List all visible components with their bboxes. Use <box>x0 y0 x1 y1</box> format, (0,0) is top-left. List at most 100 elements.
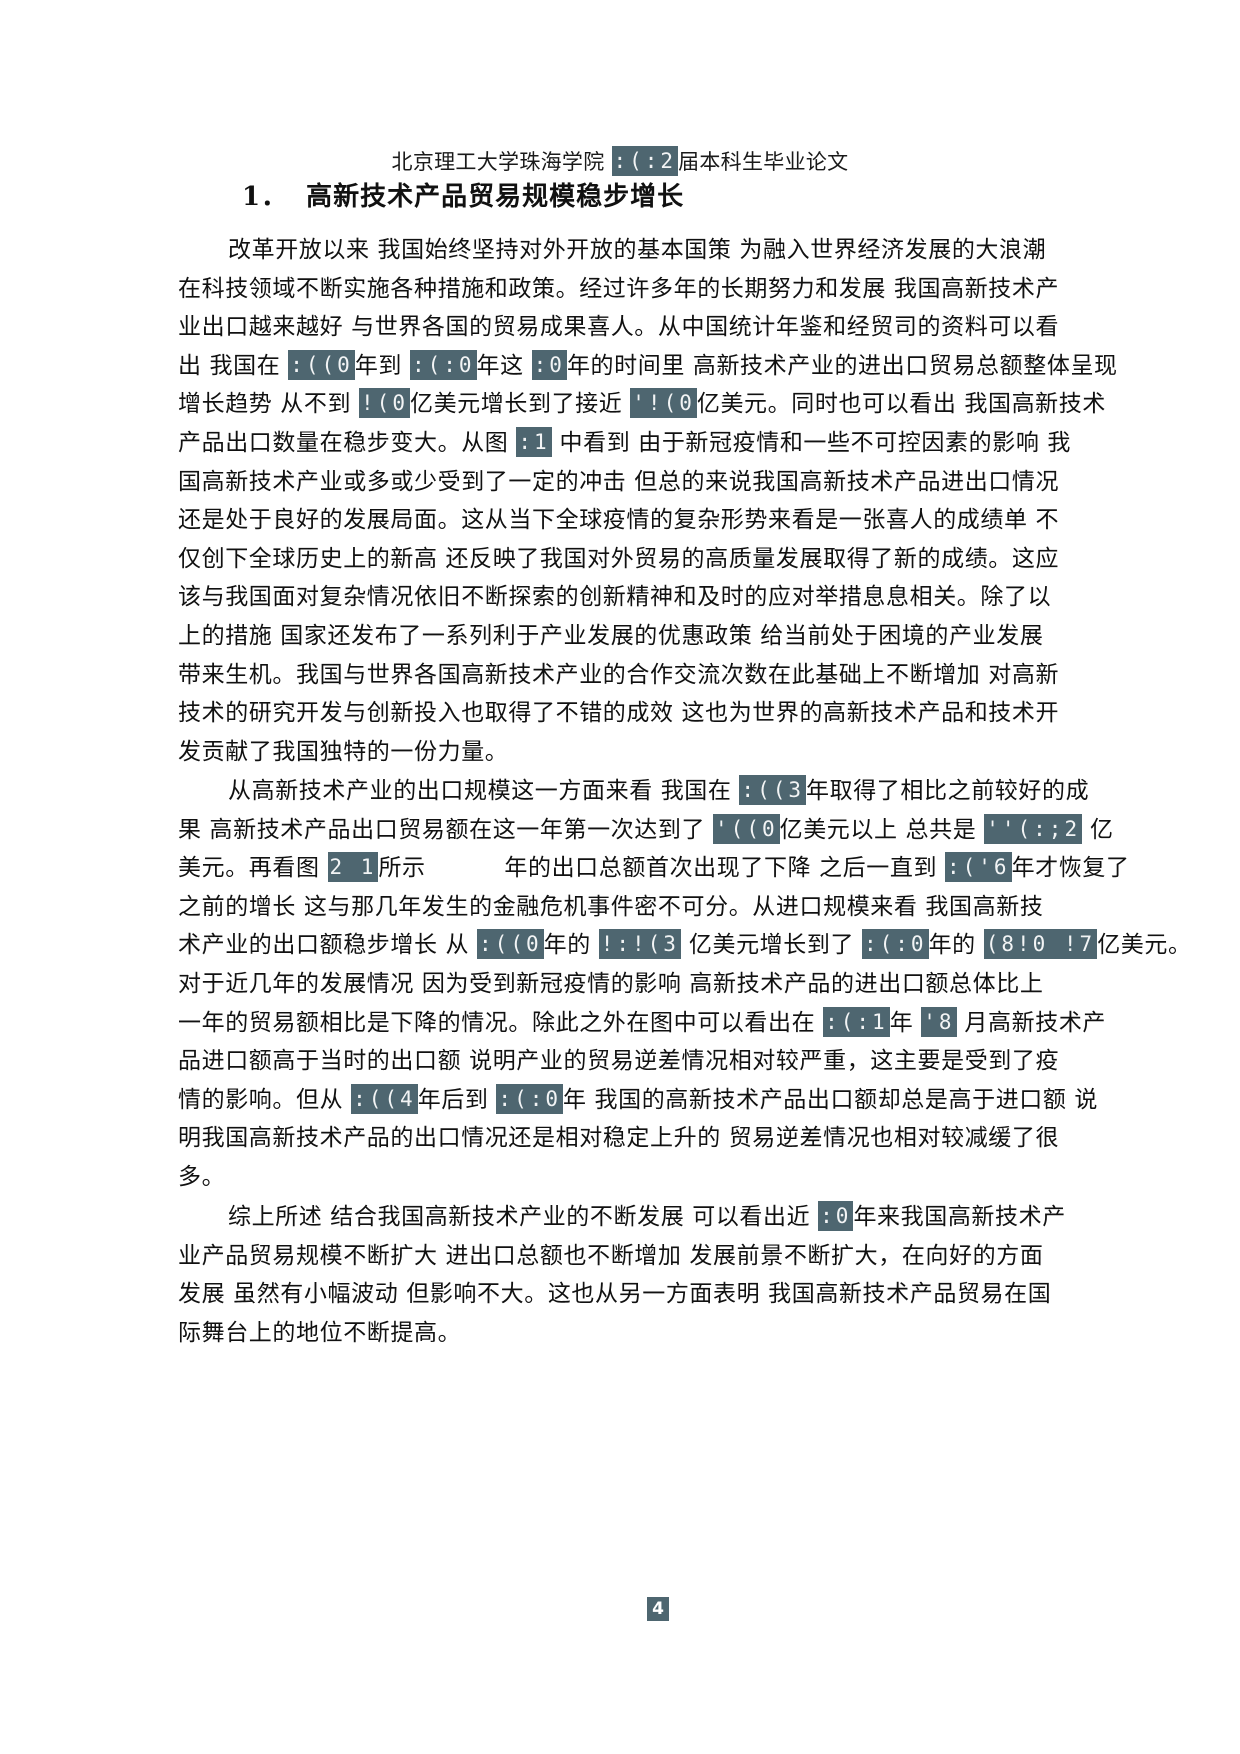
text-run: 在科技领域不断实施各种措施和政策。经过许多年的长期努力和发展 我国高新技术产 <box>178 275 1060 302</box>
text-line: 果 高新技术产品出口贸易额在这一年第一次达到了 '((0亿美元以上 总共是 ''… <box>178 811 1188 850</box>
text-run: 品进口额高于当时的出口额 说明产业的贸易逆差情况相对较严重，这主要是受到了疫 <box>178 1048 1060 1075</box>
text-run: 增长趋势 从不到 <box>178 391 360 418</box>
header-suffix: 届本科生毕业论文 <box>678 150 849 174</box>
paragraph-1: 改革开放以来 我国始终坚持对外开放的基本国策 为融入世界经济发展的大浪潮在科技领… <box>178 231 1188 771</box>
text-run: 年到 <box>354 352 410 379</box>
text-run: 业产品贸易规模不断扩大 进出口总额也不断增加 发展前景不断扩大，在向好的方面 <box>178 1242 1044 1269</box>
paragraph-3: 综上所述 结合我国高新技术产业的不断发展 可以看出近 :0年来我国高新技术产业产… <box>178 1198 1188 1352</box>
text-line: 之前的增长 这与那几年发生的金融危机事件密不可分。从进口规模来看 我国高新技 <box>178 888 1188 927</box>
text-line: 产品出口数量在稳步变大。从图 :1 中看到 由于新冠疫情和一些不可控因素的影响 … <box>178 424 1188 463</box>
text-line: 在科技领域不断实施各种措施和政策。经过许多年的长期努力和发展 我国高新技术产 <box>178 270 1188 309</box>
redacted-number: :1 <box>516 426 552 457</box>
header-school: 北京理工大学珠海学院 <box>391 150 605 174</box>
text-line: 品进口额高于当时的出口额 说明产业的贸易逆差情况相对较严重，这主要是受到了疫 <box>178 1042 1188 1081</box>
text-run: 产品出口数量在稳步变大。从图 <box>178 429 517 456</box>
section-title: 高新技术产品贸易规模稳步增长 <box>306 182 685 212</box>
text-run: 术产业的出口额稳步增长 从 <box>178 932 478 959</box>
redacted-number: :((0 <box>477 929 544 960</box>
text-run: 亿美元以上 总共是 <box>779 816 985 843</box>
text-run: 国高新技术产业或多或少受到了一定的冲击 但总的来说我国高新技术产品进出口情况 <box>178 468 1060 495</box>
text-run: 亿美元。同时也可以看出 我国高新技术 <box>696 391 1106 418</box>
redacted-number: !:!(3 <box>598 929 681 960</box>
text-run: 年的时间里 高新技术产业的进出口贸易总额整体呈现 <box>566 352 1118 379</box>
redacted-year: :(:2 <box>611 146 679 176</box>
text-line: 综上所述 结合我国高新技术产业的不断发展 可以看出近 :0年来我国高新技术产 <box>178 1198 1188 1237</box>
page-header: 北京理工大学珠海学院 :(:2届本科生毕业论文 <box>0 146 1240 176</box>
redacted-number: 2 1 <box>327 852 379 883</box>
text-run: 上的措施 国家还发布了一系列利于产业发展的优惠政策 给当前处于困境的产业发展 <box>178 622 1044 649</box>
redacted-number: :0 <box>818 1201 854 1231</box>
text-run: 年 <box>889 1009 922 1036</box>
redacted-number: :0 <box>531 349 567 380</box>
text-run: 月高新技术产 <box>956 1009 1107 1036</box>
redacted-number: '((0 <box>713 813 780 844</box>
paragraph-2: 从高新技术产业的出口规模这一方面来看 我国在 :((3年取得了相比之前较好的成果… <box>178 772 1191 1197</box>
text-run: 年这 <box>476 352 532 379</box>
section-heading: 1．高新技术产品贸易规模稳步增长 <box>242 176 684 213</box>
text-run: 年 我国的高新技术产品出口额却总是高于进口额 说 <box>563 1086 1099 1113</box>
redacted-number: :(:1 <box>823 1006 890 1037</box>
text-run: 美元。再看图 <box>178 855 328 882</box>
text-run: 年后到 <box>417 1086 497 1113</box>
text-line: 增长趋势 从不到 !(0亿美元增长到了接近 '!(0亿美元。同时也可以看出 我国… <box>178 385 1188 424</box>
text-run: 技术的研究开发与创新投入也取得了不错的成效 这也为世界的高新技术产品和技术开 <box>178 700 1060 727</box>
text-run: 年取得了相比之前较好的成 <box>806 778 1090 804</box>
text-run: 出 我国在 <box>178 352 289 379</box>
redacted-number: :('6 <box>945 852 1012 883</box>
text-run: 亿美元增长到了接近 <box>409 391 631 418</box>
text-run: 情的影响。但从 <box>178 1086 352 1113</box>
text-run: 多。 <box>178 1163 226 1190</box>
text-line: 一年的贸易额相比是下降的情况。除此之外在图中可以看出在 :(:1年 '8 月高新… <box>178 1004 1188 1043</box>
page-number: 4 <box>647 1597 669 1621</box>
text-line: 国高新技术产业或多或少受到了一定的冲击 但总的来说我国高新技术产品进出口情况 <box>178 463 1188 502</box>
redacted-number: :(:0 <box>861 929 929 960</box>
text-line: 术产业的出口额稳步增长 从 :((0年的 !:!(3 亿美元增长到了 :(:0年… <box>178 926 1191 965</box>
text-run: 改革开放以来 我国始终坚持对外开放的基本国策 为融入世界经济发展的大浪潮 <box>228 237 1047 263</box>
text-run: 明我国高新技术产品的出口情况还是相对稳定上升的 贸易逆差情况也相对较减缓了很 <box>178 1125 1060 1152</box>
redacted-number: :(:0 <box>409 349 477 380</box>
text-line: 发展 虽然有小幅波动 但影响不大。这也从另一方面表明 我国高新技术产品贸易在国 <box>178 1275 1188 1314</box>
text-line: 还是处于良好的发展局面。这从当下全球疫情的复杂形势来看是一张喜人的成绩单 不 <box>178 501 1188 540</box>
redacted-number: :((0 <box>288 349 355 380</box>
text-line: 美元。再看图 2 1所示 年的出口总额首次出现了下降 之后一直到 :('6年才恢… <box>178 849 1188 888</box>
text-line: 明我国高新技术产品的出口情况还是相对稳定上升的 贸易逆差情况也相对较减缓了很 <box>178 1119 1188 1158</box>
text-run: 中看到 由于新冠疫情和一些不可控因素的影响 我 <box>551 429 1071 456</box>
text-run: 综上所述 结合我国高新技术产业的不断发展 可以看出近 <box>228 1204 819 1230</box>
text-line: 多。 <box>178 1158 1188 1197</box>
text-line: 仅创下全球历史上的新高 还反映了我国对外贸易的高质量发展取得了新的成绩。这应 <box>178 540 1188 579</box>
text-run: 发展 虽然有小幅波动 但影响不大。这也从另一方面表明 我国高新技术产品贸易在国 <box>178 1281 1052 1308</box>
text-run: 果 高新技术产品出口贸易额在这一年第一次达到了 <box>178 816 714 843</box>
text-run: 仅创下全球历史上的新高 还反映了我国对外贸易的高质量发展取得了新的成绩。这应 <box>178 545 1060 572</box>
text-run: 际舞台上的地位不断提高。 <box>178 1319 462 1346</box>
text-line: 发贡献了我国独特的一份力量。 <box>178 733 1188 772</box>
redacted-number: :((4 <box>351 1083 418 1114</box>
text-run: 发贡献了我国独特的一份力量。 <box>178 738 509 765</box>
text-run: 从高新技术产业的出口规模这一方面来看 我国在 <box>228 778 740 804</box>
text-line: 际舞台上的地位不断提高。 <box>178 1314 1188 1353</box>
text-line: 该与我国面对复杂情况依旧不断探索的创新精神和及时的应对举措息息相关。除了以 <box>178 578 1188 617</box>
text-run: 还是处于良好的发展局面。这从当下全球疫情的复杂形势来看是一张喜人的成绩单 不 <box>178 507 1060 534</box>
text-run: 亿美元增长到了 <box>680 932 862 959</box>
text-line: 技术的研究开发与创新投入也取得了不错的成效 这也为世界的高新技术产品和技术开 <box>178 694 1188 733</box>
text-line: 情的影响。但从 :((4年后到 :(:0年 我国的高新技术产品出口额却总是高于进… <box>178 1081 1188 1120</box>
text-line: 业产品贸易规模不断扩大 进出口总额也不断增加 发展前景不断扩大，在向好的方面 <box>178 1237 1188 1276</box>
text-run: 带来生机。我国与世界各国高新技术产业的合作交流次数在此基础上不断增加 对高新 <box>178 661 1060 688</box>
redacted-number: (8!0 !7 <box>983 929 1098 960</box>
redacted-number: ''(:;2 <box>984 813 1083 844</box>
redacted-number: :((3 <box>739 775 806 805</box>
redacted-number: '8 <box>921 1006 957 1037</box>
text-run: 对于近几年的发展情况 因为受到新冠疫情的影响 高新技术产品的进出口额总体比上 <box>178 970 1044 997</box>
text-run: 年来我国高新技术产 <box>853 1204 1066 1230</box>
text-line: 业出口越来越好 与世界各国的贸易成果喜人。从中国统计年鉴和经贸司的资料可以看 <box>178 308 1188 347</box>
text-line: 从高新技术产业的出口规模这一方面来看 我国在 :((3年取得了相比之前较好的成 <box>178 772 1188 811</box>
text-run: 该与我国面对复杂情况依旧不断探索的创新精神和及时的应对举措息息相关。除了以 <box>178 584 1052 611</box>
text-run: 年才恢复了 <box>1011 855 1130 882</box>
redacted-number: :(:0 <box>496 1083 563 1114</box>
text-line: 出 我国在 :((0年到 :(:0年这 :0年的时间里 高新技术产业的进出口贸易… <box>178 347 1188 386</box>
text-line: 带来生机。我国与世界各国高新技术产业的合作交流次数在此基础上不断增加 对高新 <box>178 656 1188 695</box>
text-run: 之前的增长 这与那几年发生的金融危机事件密不可分。从进口规模来看 我国高新技 <box>178 893 1044 920</box>
text-run: 年的 <box>928 932 984 959</box>
text-run: 业出口越来越好 与世界各国的贸易成果喜人。从中国统计年鉴和经贸司的资料可以看 <box>178 314 1060 341</box>
redacted-number: '!(0 <box>630 388 697 419</box>
text-run: 亿 <box>1082 816 1114 843</box>
